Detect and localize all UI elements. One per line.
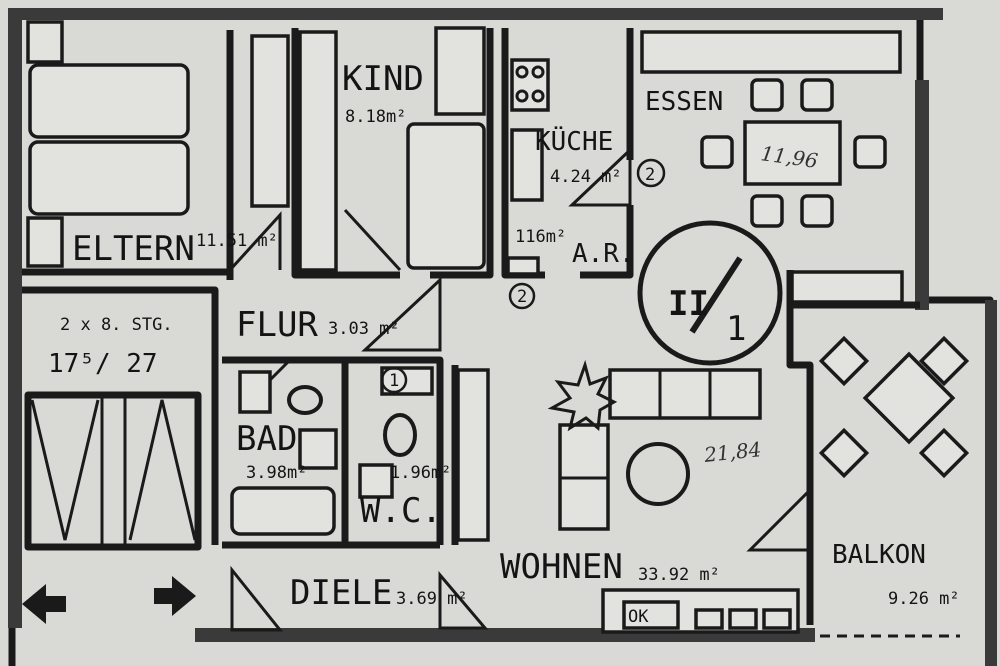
unit-floor: II [668,284,709,324]
drawer [728,608,758,630]
area-ar: 116m² [515,227,566,247]
sofa-back [608,368,762,420]
area-wc: 1.96m² [390,463,451,483]
toilet [383,413,417,457]
door-eltern [228,211,282,272]
shelf [456,368,490,542]
chair [800,78,834,112]
unit-marker-circle [637,220,783,366]
plant-icon [547,359,618,432]
chair [800,194,834,228]
door-kind [343,208,402,272]
drawer [694,608,724,630]
label-bad: BAD [236,419,297,459]
balcony-chair [918,335,970,387]
label-wohnen: WOHNEN [500,547,623,587]
arrow-left-icon [22,584,66,624]
chair [750,78,784,112]
area-wohnen: 33.92 m² [638,565,720,585]
chair [750,194,784,228]
balcony-table [862,351,956,445]
label-essen: ESSEN [645,87,723,117]
label-ar: A.R. [572,239,635,269]
shower-tray [298,428,338,470]
coffee-table [626,442,690,506]
washbasin [287,385,323,415]
area-balkon: 9.26 m² [888,589,960,609]
drawer [762,608,792,630]
bed-eltern-1 [28,63,190,139]
marker-wc-label: 1 [389,371,399,391]
area-kind: 8.18m² [345,107,406,127]
eltern-wall [22,30,234,545]
wc-basin [358,463,394,499]
unit-number: 1 [726,309,746,349]
nightstand-bottom [26,216,64,268]
top-wall [8,8,943,20]
kitchen-counter [510,128,544,202]
kind-walls [291,28,494,279]
counter-ok [622,600,680,630]
wardrobe-kind [298,30,338,272]
cabinet [506,256,540,276]
burner-icon [531,89,545,103]
left-wall [8,8,22,628]
stair-flight-left [30,399,100,541]
label-eltern: ELTERN [72,229,195,269]
door-kueche [568,146,632,207]
stair-flight-right [128,399,197,541]
label-flur: FLUR [236,305,318,345]
stair-label-2: 17⁵/ 27 [48,349,158,379]
balcony-chair [818,335,870,387]
label-kueche: KÜCHE [535,125,613,157]
label-kind: KIND [342,59,424,99]
label-balkon: BALKON [832,540,926,570]
door-diele [230,565,284,632]
vanity [238,370,272,414]
counter-label: OK [628,607,649,627]
nightstand-top [26,20,64,64]
area-bad: 3.98m² [246,463,307,483]
radiator [790,270,904,304]
unit-marker-slash [689,256,743,334]
area-flur: 3.03 m² [328,319,400,339]
balcony-chair [918,427,970,479]
chair [700,135,734,169]
desk-kind [434,26,486,116]
label-wc: W.C. [360,491,442,531]
area-eltern: 11.51 m² [196,231,278,251]
door-flur [361,276,442,352]
right-wall-upper [915,80,929,310]
wardrobe-eltern [250,34,290,208]
label-diele: DIELE [290,573,392,613]
marker-kitchen-label: 2 [645,165,655,185]
marker-wc [380,366,408,394]
bed-eltern-2 [28,140,190,216]
staircase [24,391,202,551]
area-kueche: 4.24 m² [550,167,622,187]
right-wall-balcony [985,300,997,666]
bathtub [230,486,336,536]
stair-label-1: 2 x 8. STG. [60,315,173,335]
arrow-right-icon [154,576,196,616]
burner-icon [515,89,529,103]
marker-hall [508,282,536,310]
bed-kind [406,122,486,270]
burner-icon [531,65,545,79]
bath-walls [222,356,444,549]
balcony-chair [818,427,870,479]
door-balkon [746,486,812,552]
chair [853,135,887,169]
burner-icon [515,65,529,79]
marker-hall-label: 2 [517,287,527,307]
door-entry [438,570,489,630]
marker-kitchen [636,158,666,188]
dining-table [743,120,842,186]
sideboard [640,30,902,74]
area-diele: 3.69 m² [396,589,468,609]
